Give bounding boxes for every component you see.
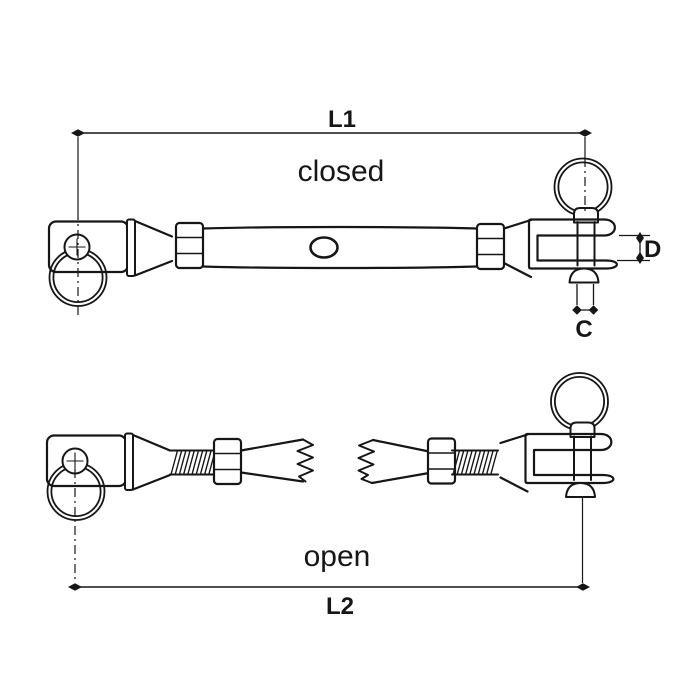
arrowhead-left bbox=[71, 129, 85, 137]
break-symbol-left bbox=[296, 438, 314, 483]
state-label-open: open bbox=[304, 540, 371, 573]
threaded-stud-right bbox=[451, 449, 499, 476]
arrowhead-bottom bbox=[636, 252, 644, 264]
arrowhead-right bbox=[578, 129, 592, 137]
dimension-c: C bbox=[572, 284, 599, 343]
hex-locknut-left-open bbox=[212, 437, 243, 486]
arrowhead-left bbox=[68, 583, 82, 591]
dim-label-d: D bbox=[644, 236, 661, 263]
jaw-end-with-ring-pin-left bbox=[47, 218, 174, 308]
hex-locknut-right-open bbox=[426, 437, 457, 485]
arrowhead-right bbox=[588, 305, 599, 315]
dimension-d: D bbox=[617, 232, 661, 264]
dimension-l1: L1 closed bbox=[71, 106, 592, 318]
break-symbol-right bbox=[357, 439, 375, 484]
closed-view-drawing bbox=[47, 157, 618, 308]
arrowhead-top bbox=[636, 232, 644, 244]
hex-locknut-left bbox=[174, 221, 205, 270]
threaded-stud-left bbox=[169, 449, 217, 476]
toggle-fork-with-ring-pin-right bbox=[502, 157, 618, 284]
dim-label-c: C bbox=[575, 316, 592, 343]
leader-lines bbox=[617, 234, 650, 262]
state-label-closed: closed bbox=[298, 155, 385, 188]
body-break-left bbox=[239, 438, 314, 483]
toggle-fork-with-ring-pin-right-open bbox=[499, 371, 615, 499]
arrowhead-right bbox=[576, 583, 590, 591]
extension-lines bbox=[576, 284, 595, 305]
arrowhead-left bbox=[572, 305, 582, 315]
jaw-end-with-ring-pin-left-open bbox=[45, 432, 172, 522]
inspection-hole bbox=[309, 236, 339, 259]
dim-label-l1: L1 bbox=[328, 106, 356, 133]
body-break-right bbox=[357, 438, 431, 485]
hex-locknut-right bbox=[475, 222, 506, 271]
dim-label-l2: L2 bbox=[326, 593, 354, 620]
closed-body-barrel bbox=[201, 225, 479, 270]
open-view-drawing bbox=[45, 371, 615, 522]
dimension-l2: open L2 bbox=[68, 469, 590, 620]
